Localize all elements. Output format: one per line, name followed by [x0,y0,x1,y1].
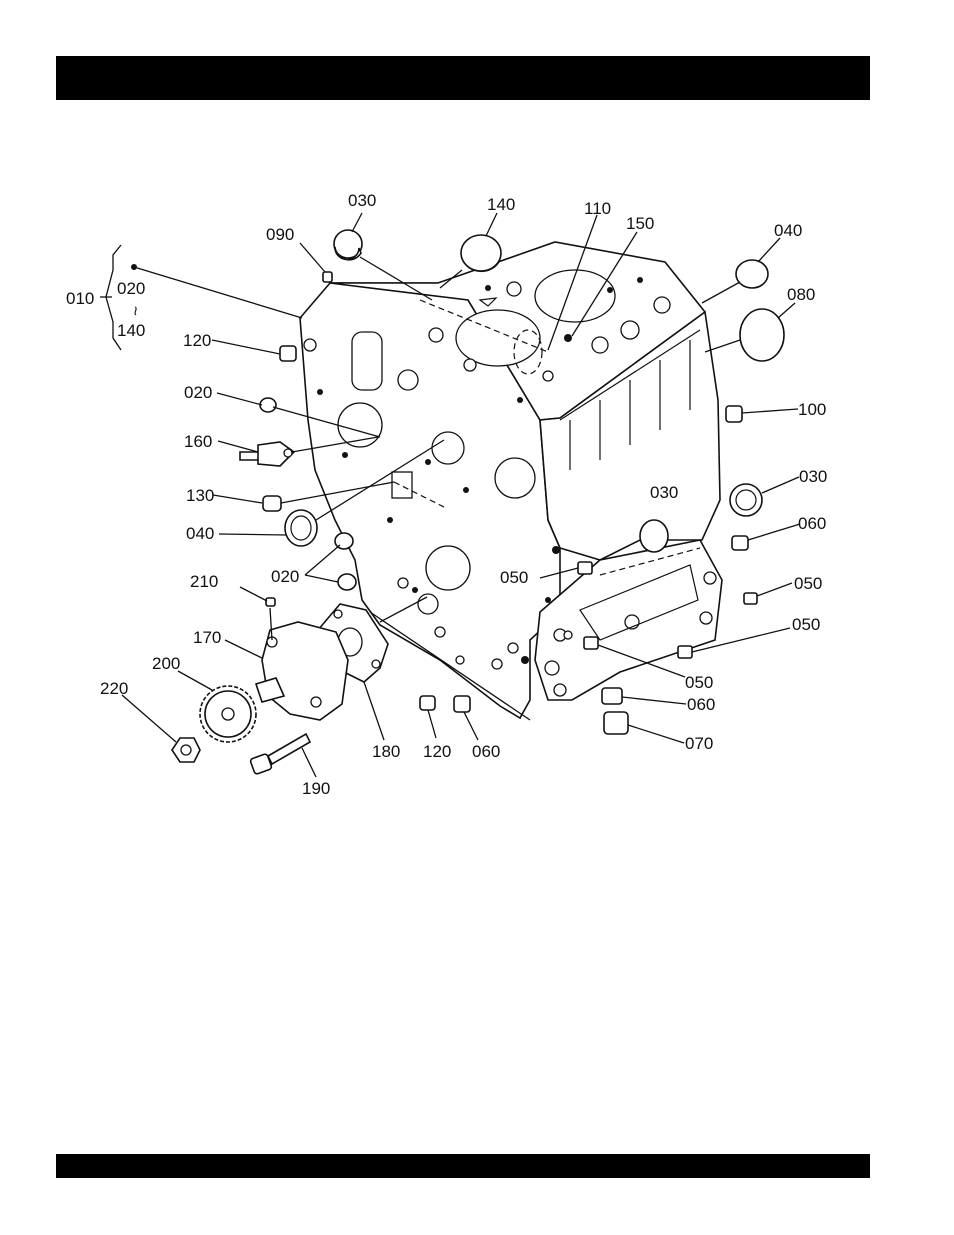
label-050-right-b: 050 [792,615,820,634]
part-120-bottom-bushing [420,696,435,710]
part-080-gasket [740,309,784,361]
part-060-lower-plug [602,688,622,704]
label-110: 110 [584,199,611,218]
label-040-right: 040 [774,221,802,240]
part-190-bolt [250,734,310,775]
label-020-lower: 020 [271,567,299,586]
label-030-right: 030 [799,467,827,486]
part-170-oil-pump [256,622,348,720]
part-060-right-plug [732,536,748,550]
label-140-range-end: 140 [117,321,145,340]
label-080: 080 [787,285,815,304]
label-040-left: 040 [186,524,214,543]
part-210-key [266,598,275,606]
label-150: 150 [626,214,654,233]
label-050-mid: 050 [500,568,528,587]
label-020-range-start: 020 [117,279,145,298]
label-210: 210 [190,572,218,591]
part-130-bushing [263,496,281,511]
part-040-right-plug [736,260,768,288]
part-040-left-seal [285,510,317,546]
label-180: 180 [372,742,400,761]
label-050-lower: 050 [685,673,713,692]
part-140-top-plug [461,235,501,271]
label-100: 100 [798,400,826,419]
part-030-top-plug [334,230,362,260]
part-090-pin [323,272,332,282]
part-030-right-plug [730,484,762,516]
label-020-left: 020 [184,383,212,402]
label-220: 220 [100,679,128,698]
label-090: 090 [266,225,294,244]
label-190: 190 [302,779,330,798]
label-010: 010 [66,289,94,308]
part-020-lower-plugs [335,533,356,590]
label-160: 160 [184,432,212,451]
part-060-bottom-plug [454,696,470,712]
part-070-plug [604,712,628,734]
label-070: 070 [685,734,713,753]
label-140-top: 140 [487,195,515,214]
part-030-mid-plug [640,520,668,552]
part-200-gear [200,686,256,742]
label-030-mid: 030 [650,483,678,502]
label-120-bottom: 120 [423,742,451,761]
label-060-bottom: 060 [472,742,500,761]
label-120-left: 120 [183,331,211,350]
label-130: 130 [186,486,214,505]
part-160-sensor [240,442,294,466]
label-030-top: 030 [348,191,376,210]
label-050-right-a: 050 [794,574,822,593]
part-120-left-bushing [280,346,296,361]
part-020-left-plug [260,398,276,412]
label-200: 200 [152,654,180,673]
label-060-right: 060 [798,514,826,533]
label-060-lower: 060 [687,695,715,714]
label-range-sep: ~ [126,306,145,316]
part-100-bushing [726,406,742,422]
label-170: 170 [193,628,221,647]
